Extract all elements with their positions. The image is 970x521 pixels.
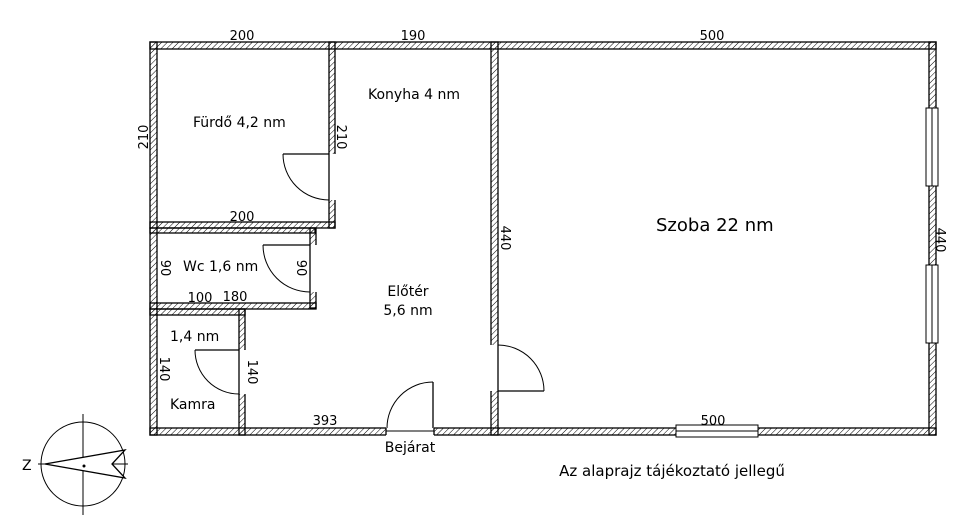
windows — [675, 107, 939, 438]
room-label-furdo: Fürdő 4,2 nm — [193, 115, 286, 131]
dim-szoba-right: 440 — [932, 228, 947, 253]
door-bejarat — [385, 381, 435, 437]
disclaimer-note: Az alaprajz tájékoztató jellegű — [559, 462, 785, 480]
outer-wall-bottom — [149, 427, 937, 436]
compass-icon: Z — [22, 414, 128, 515]
dim-top-furdo: 200 — [230, 29, 255, 44]
door-szoba — [489, 344, 545, 392]
dim-bottom-szoba: 500 — [701, 414, 726, 429]
dim-wc-bottom-b: 180 — [223, 290, 248, 305]
doors — [194, 153, 545, 437]
dim-furdo-right: 210 — [333, 125, 348, 150]
wall-kamra-top — [149, 308, 246, 316]
entrance-label: Bejárat — [385, 440, 436, 456]
wall-wc-top — [149, 227, 316, 234]
dim-top-szoba: 500 — [700, 29, 725, 44]
outer-wall-left — [149, 41, 158, 436]
dim-szoba-left: 440 — [497, 226, 512, 251]
dim-wc-right: 90 — [293, 260, 308, 277]
compass-north-letter: Z — [22, 458, 32, 474]
room-label-wc: Wc 1,6 nm — [183, 259, 258, 275]
dim-kamra-right: 140 — [244, 360, 259, 385]
room-label-eloter: Előtér — [387, 284, 428, 300]
dim-wc-bottom-a: 100 — [188, 291, 213, 306]
dim-top-konyha: 190 — [401, 29, 426, 44]
outer-wall-right — [928, 41, 937, 436]
room-label-konyha: Konyha 4 nm — [368, 87, 460, 103]
door-furdo — [282, 153, 337, 201]
dim-furdo-bottom: 200 — [230, 210, 255, 225]
wall-szoba-left — [490, 41, 499, 436]
room-labels: Fürdő 4,2 nm Konyha 4 nm Szoba 22 nm Wc … — [170, 87, 774, 413]
dimension-labels: 200 190 500 210 210 200 90 90 100 180 14… — [137, 29, 947, 429]
dim-left-furdo: 210 — [137, 125, 152, 150]
dim-kamra-left: 140 — [156, 357, 171, 382]
dim-wc-left: 90 — [157, 260, 172, 277]
walls — [149, 41, 937, 436]
door-wc — [262, 244, 318, 293]
room-label-szoba: Szoba 22 nm — [656, 215, 774, 236]
door-kamra — [194, 349, 247, 395]
outer-wall-top — [149, 41, 937, 50]
room-label-eloter-area: 5,6 nm — [383, 303, 432, 319]
dim-bottom-eloter: 393 — [313, 414, 338, 429]
room-label-kamra: Kamra — [170, 397, 216, 413]
room-label-kamra-area: 1,4 nm — [170, 329, 219, 345]
